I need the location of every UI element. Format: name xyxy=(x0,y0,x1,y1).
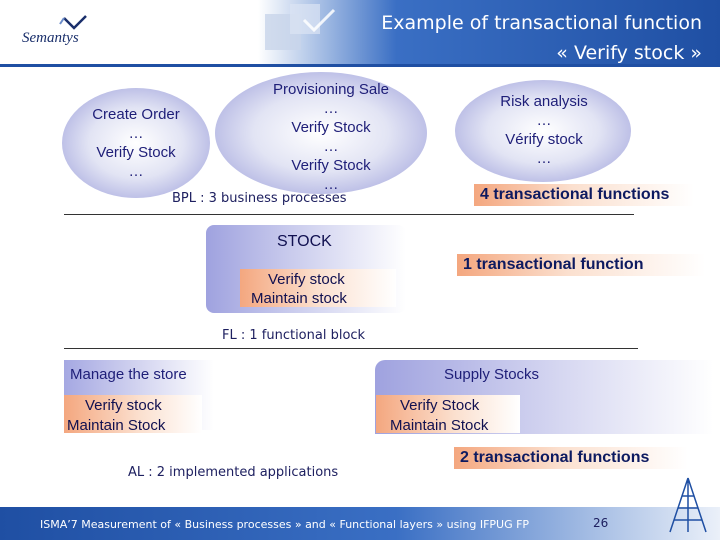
al-item: Maintain Stock xyxy=(390,417,489,434)
bpl-caption: BPL : 3 business processes xyxy=(172,191,347,206)
layer-divider xyxy=(64,214,634,215)
slide-title: Example of transactional function « Veri… xyxy=(330,8,702,68)
semantys-logo-icon xyxy=(59,15,87,30)
title-line-2: « Verify stock » xyxy=(556,42,702,64)
al-caption: AL : 2 implemented applications xyxy=(128,465,339,480)
oval-right-text: Risk analysis … Vérify stock … xyxy=(474,92,614,168)
oval-line: Verify Stock xyxy=(291,157,371,174)
transactional-count-callout-fl: 1 transactional function xyxy=(457,254,705,276)
oval-line: … xyxy=(323,176,339,193)
oval-line: … xyxy=(536,150,552,167)
checkmark-icon xyxy=(302,8,336,33)
transactional-count-callout-al: 2 transactional functions xyxy=(454,447,688,469)
oval-line: … xyxy=(128,163,144,180)
fl-caption: FL : 1 functional block xyxy=(222,328,366,343)
oval-line: Verify Stock xyxy=(96,144,176,161)
process-oval-risk-analysis xyxy=(455,80,631,182)
oval-line: Provisioning Sale xyxy=(273,81,389,98)
oval-line: Verify Stock xyxy=(291,119,371,136)
application-items xyxy=(64,395,202,433)
logo-text: Semantys xyxy=(22,30,79,46)
oval-line: … xyxy=(536,112,552,129)
oval-line: … xyxy=(128,125,144,142)
tower-icon xyxy=(669,477,707,533)
al-item: Verify Stock xyxy=(400,397,480,414)
application-title: Supply Stocks xyxy=(444,366,540,383)
application-title: Manage the store xyxy=(70,366,187,383)
layer-divider xyxy=(64,348,638,349)
page-number: 26 xyxy=(593,516,609,530)
oval-line: Risk analysis xyxy=(500,93,588,110)
functional-block-title: STOCK xyxy=(277,233,332,250)
fl-item: Verify stock xyxy=(268,271,345,288)
footer-band xyxy=(0,507,720,540)
oval-mid-text: Provisioning Sale … Verify Stock … Verif… xyxy=(241,80,421,194)
oval-line: Create Order xyxy=(92,106,180,123)
fl-item: Maintain stock xyxy=(251,290,347,307)
transactional-count-callout-bpl: 4 transactional functions xyxy=(474,184,694,206)
al-item: Verify stock xyxy=(85,397,162,414)
header-divider xyxy=(0,64,720,67)
oval-line: … xyxy=(323,100,339,117)
oval-left-text: Create Order … Verify Stock … xyxy=(72,105,200,181)
oval-line: Vérify stock xyxy=(505,131,583,148)
application-items xyxy=(376,395,520,433)
process-oval-provisioning-sale xyxy=(215,72,427,194)
oval-line: … xyxy=(323,138,339,155)
functional-block-items xyxy=(240,269,396,307)
process-oval-create-order xyxy=(62,88,210,198)
al-item: Maintain Stock xyxy=(67,417,166,434)
title-line-1: Example of transactional function xyxy=(381,12,702,34)
footer-text: ISMA’7 Measurement of « Business process… xyxy=(40,518,530,531)
